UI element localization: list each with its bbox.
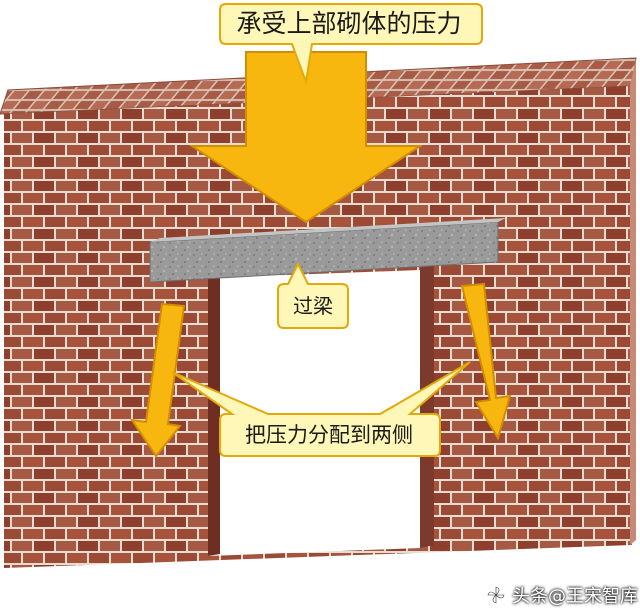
distribute-callout-label: 把压力分配到两侧 bbox=[245, 423, 413, 447]
distribute-callout-bubble bbox=[171, 361, 471, 457]
lintel-callout-label: 过梁 bbox=[293, 294, 333, 318]
door-right-reveal bbox=[420, 262, 434, 548]
watermark-text: 头条@王宋智库 bbox=[512, 586, 638, 607]
lintel-beam-top bbox=[150, 218, 506, 242]
watermark-logo-spacer bbox=[488, 586, 508, 604]
top-callout-label: 承受上部砌体的压力 bbox=[236, 9, 462, 38]
top-callout-bubble bbox=[219, 3, 483, 86]
pinwheel-icon bbox=[487, 586, 505, 604]
watermark: 头条@王宋智库 bbox=[488, 582, 638, 608]
down-arrow-icon bbox=[188, 51, 424, 224]
door-left-reveal bbox=[208, 272, 220, 556]
right-diagonal-arrow-icon bbox=[460, 282, 512, 441]
lintel-callout-bubble bbox=[277, 261, 349, 329]
left-diagonal-arrow-icon bbox=[129, 302, 186, 458]
wall-right-edge bbox=[630, 58, 636, 545]
